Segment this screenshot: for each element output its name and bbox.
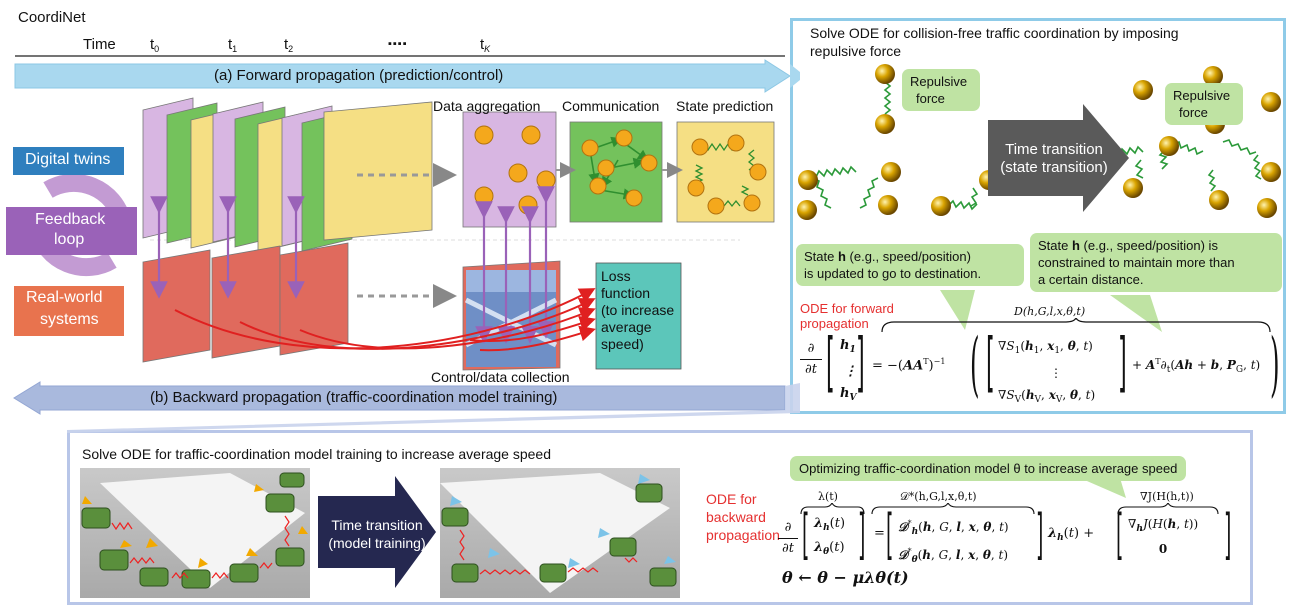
real-world-label-2: systems: [40, 311, 99, 328]
backward-arrow: [13, 381, 786, 415]
forward-ode-label-1: ODE for forward: [800, 301, 894, 316]
stage-aggregation-label: Data aggregation: [433, 98, 541, 114]
time-label: Time: [83, 36, 116, 53]
backward-arrow-label: (b) Backward propagation (traffic-coordi…: [150, 389, 558, 406]
red-layer-3: [279, 242, 349, 356]
forward-ode-label-2: propagation: [800, 316, 869, 331]
stage-communication-label: Communication: [562, 98, 660, 114]
feedback-label-1: Feedback: [35, 211, 106, 228]
feedback-label-2: loop: [54, 231, 85, 248]
brace-j-label: ∇J(H(h,t)): [1140, 490, 1194, 503]
repulsive-force-callout-left: Repulsive force: [902, 69, 980, 111]
state-constraint-callout: State h (e.g., speed/position) is constr…: [1030, 233, 1282, 292]
backward-ode-label: ODE for backward propagation: [706, 491, 780, 543]
forward-panel-heading-1: Solve ODE for collision-free traffic coo…: [810, 25, 1179, 41]
brace-lambda-label: λ(t): [818, 490, 838, 503]
training-scenes: [80, 468, 680, 598]
backward-ode-braces: [800, 503, 1219, 515]
app-title: CoordiNet: [18, 9, 86, 26]
state-transition-arrow: [988, 104, 1129, 212]
red-layer-1: [142, 249, 211, 363]
repulsive-force-callout-right: Repulsive force: [1165, 83, 1243, 125]
loss-function-text: Loss function (to increase average speed…: [601, 268, 675, 352]
digital-twins-box: [13, 147, 124, 175]
stage-state-prediction-label: State prediction: [676, 98, 774, 114]
forward-arrow: [14, 59, 791, 93]
forward-brace-label: D(h,G,l,x,θ,t): [1014, 305, 1086, 318]
forward-ode-brace: [881, 318, 1271, 333]
digital-twins-label: Digital twins: [25, 151, 111, 168]
state-update-callout: State h (e.g., speed/position) is update…: [796, 244, 1024, 286]
layer-stacks: [142, 97, 775, 371]
backward-ode-equation: ∂∂t [ λh(t)λθ(t) ] = [ 𝒟*h(h, G, l, x, θ…: [778, 508, 1238, 572]
model-training-label: Time transition (model training): [328, 517, 426, 551]
loss-function-box: [595, 262, 682, 370]
real-world-box: [14, 286, 124, 336]
real-world-label-1: Real-world: [26, 289, 103, 306]
update-rule: θ ← θ − μλθ(t): [782, 568, 909, 587]
brace-d-label: 𝒟*(h,G,l,x,θ,t): [900, 490, 977, 503]
forward-ode-equation: ∂∂t [ h1⋮hV ] = −(AAT)−1 ( [ ∇S1(h1, x1,…: [800, 329, 1280, 407]
callout-tails: [940, 290, 1162, 332]
forward-panel-heading-2: repulsive force: [810, 43, 902, 59]
optimization-callout: Optimizing traffic-coordination model θ …: [790, 456, 1187, 481]
feedback-loop-box: [6, 207, 137, 255]
backward-panel-heading: Solve ODE for traffic-coordination model…: [82, 446, 551, 462]
time-tick-t0: t0: [150, 36, 160, 54]
layer-yellow-final: [323, 101, 433, 241]
backward-panel: [67, 430, 1253, 605]
time-tick-t2: t2: [284, 36, 294, 54]
stage-control-collection-label: Control/data collection: [431, 369, 570, 385]
state-transition-label: Time transition (state transition): [1000, 141, 1108, 176]
time-ellipsis: ▪▪▪▪: [388, 38, 408, 50]
optimization-callout-tail: [1080, 478, 1126, 498]
time-tick-tk: tK: [480, 36, 491, 54]
time-tick-t1: t1: [228, 36, 238, 54]
model-training-arrow: [318, 476, 436, 588]
forward-arrow-label: (a) Forward propagation (prediction/cont…: [214, 67, 504, 84]
